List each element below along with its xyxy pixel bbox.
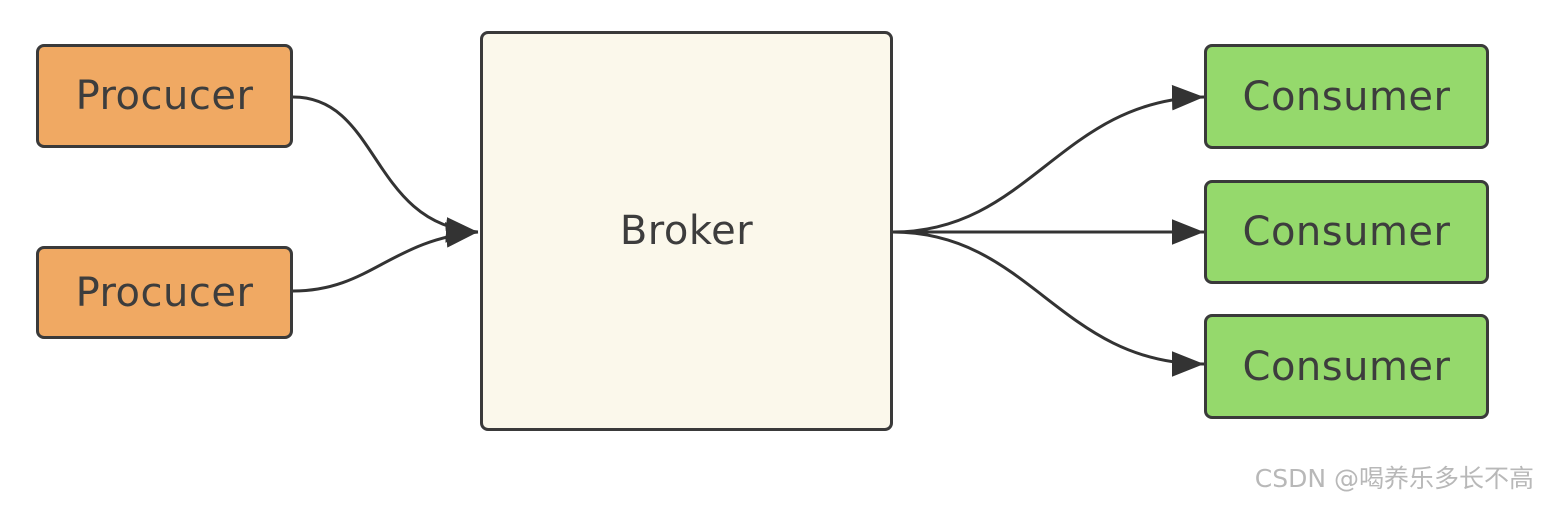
edge-broker-to-consumer-3 bbox=[892, 230, 1205, 377]
watermark: CSDN @喝养乐多长不高 bbox=[1254, 464, 1534, 493]
producer-node-1: Procucer bbox=[36, 44, 293, 148]
edge-producer-2-to-broker bbox=[292, 222, 479, 293]
edge-broker-to-consumer-1 bbox=[892, 84, 1205, 234]
consumer-node-1: Consumer bbox=[1204, 44, 1489, 149]
consumer-node-3-label: Consumer bbox=[1242, 343, 1451, 390]
broker-node: Broker bbox=[480, 31, 893, 431]
producer-node-1-label: Procucer bbox=[75, 73, 254, 119]
consumer-node-3: Consumer bbox=[1204, 314, 1489, 419]
consumer-node-1-label: Consumer bbox=[1242, 73, 1451, 120]
edge-producer-1-to-broker bbox=[292, 95, 479, 243]
producer-node-2: Procucer bbox=[36, 246, 293, 339]
consumer-node-2-label: Consumer bbox=[1242, 209, 1451, 255]
broker-node-label: Broker bbox=[619, 208, 754, 254]
consumer-node-2: Consumer bbox=[1204, 180, 1489, 284]
producer-node-2-label: Procucer bbox=[75, 269, 254, 316]
